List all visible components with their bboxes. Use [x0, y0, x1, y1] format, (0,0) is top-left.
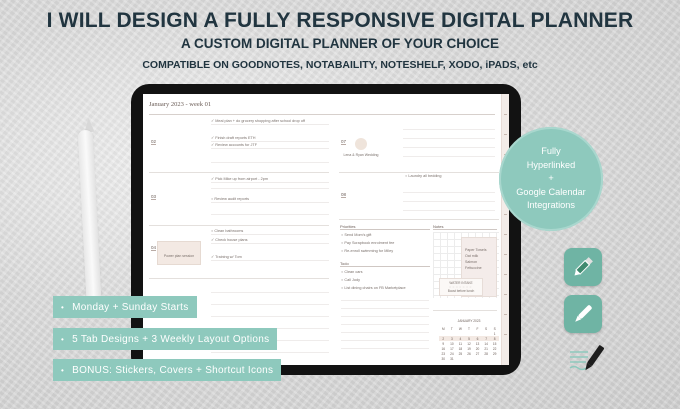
ruled-line — [211, 162, 329, 163]
tab-marker[interactable] — [504, 134, 507, 135]
wedding-sticker[interactable]: Lena & Ryan Wedding — [339, 138, 383, 157]
planner-screen: January 2023 - week 01 02 ✓ Meal plan + … — [143, 94, 509, 365]
ruled-line — [341, 308, 429, 309]
water-tracker[interactable]: WATER INTAKE ◌◌◌◌◌◌◌ Boost before lunch — [439, 278, 483, 296]
day-block-04: 04 ○ Clean bathrooms ✓ Check house plans… — [149, 227, 329, 279]
todo-item[interactable]: ○ Clean cars — [341, 270, 363, 274]
tab-marker[interactable] — [504, 294, 507, 295]
side-tabs[interactable] — [501, 94, 509, 365]
wedding-rings-icon — [355, 138, 367, 150]
task-item[interactable]: ✓ Training w/ Tom — [211, 254, 329, 261]
ruled-line — [341, 348, 429, 349]
task-item[interactable]: ○ Laundry all bedding — [405, 174, 442, 178]
ruled-line — [341, 300, 429, 301]
feature-badge: •BONUS: Stickers, Covers + Shortcut Icon… — [53, 359, 282, 381]
ipad-device: January 2023 - week 01 02 ✓ Meal plan + … — [131, 84, 521, 375]
tab-marker[interactable] — [504, 254, 507, 255]
todo-item[interactable]: ○ List dining chairs on FB Marketplace — [341, 286, 406, 290]
tab-marker[interactable] — [504, 314, 507, 315]
ruled-line — [341, 316, 429, 317]
ruled-line — [403, 147, 495, 148]
tab-marker[interactable] — [504, 114, 507, 115]
task-item[interactable]: ○ Clean bathrooms — [211, 229, 329, 235]
notes-heading: Notes — [433, 224, 497, 230]
day-number: 03 — [151, 194, 157, 200]
task-item[interactable]: ✓ Meal plan + do grocery shopping after … — [211, 118, 329, 125]
day-block-02: 02 ✓ Meal plan + do grocery shopping aft… — [149, 115, 329, 173]
divider — [339, 219, 499, 220]
task-item[interactable]: ✓ Finish draft reports ETH — [211, 135, 329, 142]
task-item[interactable]: ✓ Check house plans — [211, 237, 329, 244]
tab-marker[interactable] — [504, 234, 507, 235]
ruled-line — [403, 129, 495, 130]
notability-icon — [564, 295, 602, 333]
ruled-line — [403, 210, 495, 211]
task-item[interactable]: ✓ Review accounts for JTF — [211, 142, 329, 149]
tab-marker[interactable] — [504, 214, 507, 215]
tab-marker[interactable] — [504, 334, 507, 335]
ruled-line — [211, 292, 329, 293]
feature-circle: Fully Hyperlinked + Google Calendar Inte… — [499, 127, 603, 231]
todo-item[interactable]: ○ Call Jody — [341, 278, 360, 282]
divider — [149, 114, 495, 115]
ruled-line — [211, 214, 329, 215]
sticker-note[interactable]: Power plan session — [157, 241, 201, 265]
task-item[interactable]: ✓ Pick Mike up from airport - 2pm — [211, 176, 329, 183]
compatibility-line: COMPATIBLE ON GOODNOTES, NOTABAILITY, NO… — [142, 59, 538, 71]
ruled-line — [403, 201, 495, 202]
ruled-line — [341, 332, 429, 333]
ruled-line — [211, 352, 329, 353]
ruled-line — [403, 156, 495, 157]
day-number: 07 — [341, 139, 347, 145]
priorities-heading: Priorities — [340, 224, 430, 230]
day-number: 02 — [151, 139, 157, 145]
subheadline: A CUSTOM DIGITAL PLANNER OF YOUR CHOICE — [180, 36, 499, 51]
goodnotes-icon — [564, 248, 602, 286]
divider — [433, 310, 497, 311]
ruled-line — [403, 192, 495, 193]
feature-badge: •Monday + Sunday Starts — [53, 296, 197, 318]
day-number: 08 — [341, 192, 347, 198]
priority-item[interactable]: ○ Send Mom's gift — [341, 233, 372, 237]
headline: I WILL DESIGN A FULLY RESPONSIVE DIGITAL… — [46, 9, 634, 32]
ruled-line — [341, 324, 429, 325]
priority-item[interactable]: ○ Re-enroll swimming for Miley — [341, 249, 394, 253]
feature-badge: •5 Tab Designs + 3 Weekly Layout Options — [53, 328, 278, 350]
planner-title: January 2023 - week 01 — [149, 101, 212, 108]
ruled-line — [403, 138, 495, 139]
priority-item[interactable]: ○ Pay Scrapbook enrolment fee — [341, 241, 395, 245]
calendar-week[interactable]: 1 — [493, 331, 496, 336]
ruled-line — [341, 340, 429, 341]
task-item[interactable]: ○ Review audit reports — [211, 197, 329, 203]
day-number: 04 — [151, 245, 157, 251]
ruled-line — [211, 316, 329, 317]
tab-marker[interactable] — [504, 274, 507, 275]
ruled-line — [211, 304, 329, 305]
day-block-03: 03 ✓ Pick Mike up from airport - 2pm ○ R… — [149, 174, 329, 226]
ruled-line — [211, 188, 329, 189]
noteshelf-icon — [566, 342, 605, 376]
divider — [339, 172, 499, 173]
todo-heading: Todo — [340, 261, 430, 267]
